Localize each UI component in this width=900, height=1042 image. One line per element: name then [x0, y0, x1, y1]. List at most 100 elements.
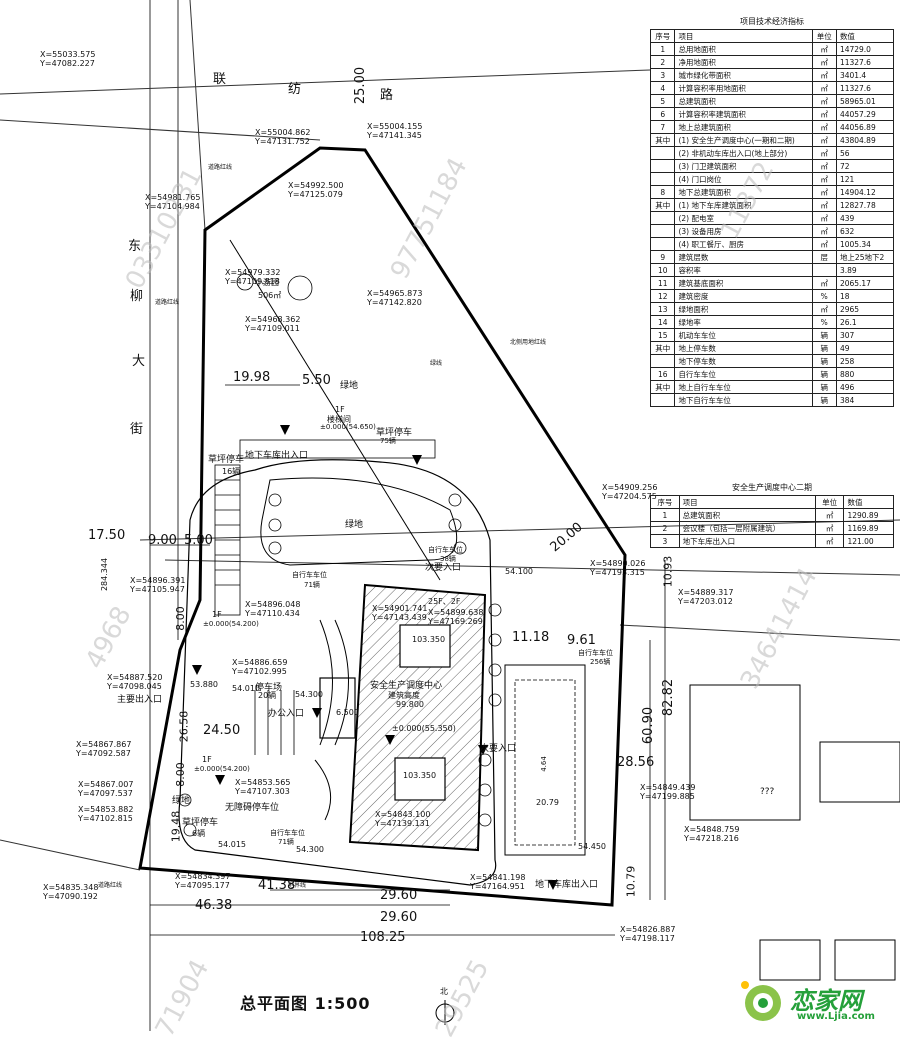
- table-cell: ㎡: [811, 133, 837, 147]
- table-cell: 14: [649, 315, 676, 329]
- table-cell: 72: [835, 159, 895, 173]
- table-cell: 58965.01: [835, 94, 895, 108]
- table-cell: 121: [835, 172, 895, 186]
- site-boundary: [138, 146, 627, 907]
- north-label: 北: [440, 987, 448, 996]
- table-cell: 121.00: [843, 534, 894, 548]
- table-cell: 2065.17: [835, 276, 895, 290]
- table-cell: [811, 263, 837, 277]
- table-cell: 15: [649, 328, 676, 342]
- table-cell: %: [811, 289, 837, 303]
- table-cell: 1: [650, 508, 680, 522]
- table-cell: 1290.89: [843, 508, 894, 522]
- table-cell: ㎡: [811, 55, 837, 69]
- table-cell: 3: [649, 68, 676, 82]
- table-cell: ㎡: [811, 172, 837, 186]
- table-cell: 1: [649, 42, 676, 56]
- brand-logo: 恋家网 www.Ljia.com: [735, 975, 895, 1030]
- table-cell: 18: [835, 289, 895, 303]
- table-cell: 地下自行车车位: [674, 393, 813, 407]
- table-cell: 10: [649, 263, 676, 277]
- table-cell: 地下停车数: [674, 354, 813, 368]
- table-cell: ㎡: [811, 146, 837, 160]
- table-cell: (3) 门卫建筑面积: [674, 159, 813, 173]
- table-cell: 城市绿化带面积: [674, 68, 813, 82]
- table-cell: [649, 211, 676, 225]
- red-line-label: 道路红线: [98, 882, 123, 889]
- table-cell: [649, 354, 676, 368]
- table-cell: ㎡: [811, 224, 837, 238]
- table-header-row: 序号项目 单位数值: [650, 495, 894, 509]
- table-cell: 2: [650, 521, 680, 535]
- table-cell: 4: [649, 81, 676, 95]
- table-cell: ㎡: [814, 534, 845, 548]
- table-cell: 14729.0: [835, 42, 895, 56]
- table-cell: 44057.29: [835, 107, 895, 121]
- table-cell: (2) 非机动车库出入口(地上部分): [674, 146, 813, 160]
- table-cell: (1) 安全生产调度中心(一期和二期): [674, 133, 813, 147]
- table-cell: 辆: [811, 380, 837, 394]
- table-cell: 建筑层数: [674, 250, 813, 264]
- table-cell: ㎡: [814, 508, 845, 522]
- table-cell: ㎡: [811, 211, 837, 225]
- table-cell: 14904.12: [835, 185, 895, 199]
- table-cell: 3401.4: [835, 68, 895, 82]
- table-cell: 其中: [649, 341, 676, 355]
- table-cell: 地上自行车车位: [674, 380, 813, 394]
- table-cell: [649, 159, 676, 173]
- table-cell: 总建筑面积: [678, 508, 816, 522]
- table-cell: ㎡: [811, 237, 837, 251]
- table-cell: 绿地率: [674, 315, 813, 329]
- logo-url-text: www.Ljia.com: [797, 1011, 875, 1022]
- table-cell: 计算容积率建筑面积: [674, 107, 813, 121]
- table-cell: 辆: [811, 354, 837, 368]
- table-cell: 44056.89: [835, 120, 895, 134]
- table-cell: [649, 393, 676, 407]
- table-cell: 12: [649, 289, 676, 303]
- table-cell: 11327.6: [835, 55, 895, 69]
- table-cell: 11: [649, 276, 676, 290]
- table-cell: 辆: [811, 341, 837, 355]
- logo-brand-text: 恋家网: [790, 987, 862, 1015]
- table-cell: ㎡: [811, 68, 837, 82]
- table-cell: 11327.6: [835, 81, 895, 95]
- table-cell: 辆: [811, 367, 837, 381]
- table-cell: ㎡: [811, 94, 837, 108]
- table-cell: [649, 146, 676, 160]
- table-cell: ㎡: [811, 198, 837, 212]
- table-cell: 26.1: [835, 315, 895, 329]
- boundary-label: 地界线: [288, 882, 307, 889]
- table-cell: 总用地面积: [674, 42, 813, 56]
- table-cell: [649, 224, 676, 238]
- table-cell: %: [811, 315, 837, 329]
- table-cell: 地上25地下2: [835, 250, 895, 264]
- red-line-label: 道路红线: [155, 299, 180, 306]
- table-cell: 258: [835, 354, 895, 368]
- table-cell: ㎡: [814, 521, 845, 535]
- table-cell: ㎡: [811, 42, 837, 56]
- table-cell: 56: [835, 146, 895, 160]
- table-cell: 880: [835, 367, 895, 381]
- table-cell: 632: [835, 224, 895, 238]
- table-cell: 8: [649, 185, 676, 199]
